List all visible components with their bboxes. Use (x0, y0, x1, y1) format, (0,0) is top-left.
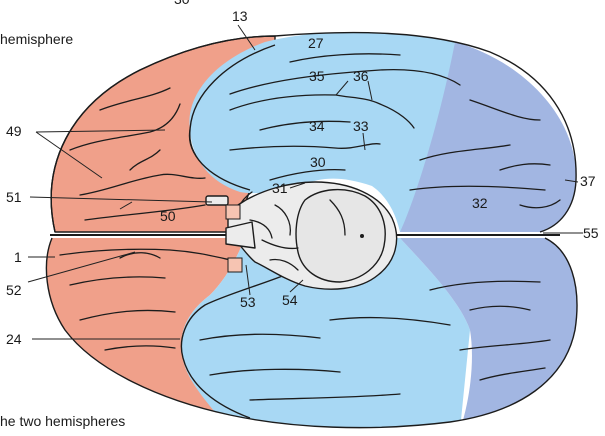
label-54: 54 (282, 292, 298, 308)
label-52: 52 (6, 282, 22, 298)
label-50: 50 (160, 208, 176, 224)
label-34: 34 (309, 118, 325, 134)
label-32: 32 (472, 195, 488, 211)
caption-bottom: he two hemispheres (0, 413, 125, 429)
label-30-top: 30 (174, 0, 190, 7)
label-49: 49 (6, 123, 22, 139)
label-13: 13 (232, 8, 248, 24)
label-24: 24 (6, 331, 22, 347)
label-53: 53 (240, 294, 256, 310)
label-30: 30 (310, 154, 326, 170)
label-27: 27 (308, 35, 324, 51)
label-51: 51 (6, 189, 22, 205)
label-33: 33 (353, 118, 369, 134)
caption-top: hemisphere (0, 31, 73, 47)
label-1: 1 (14, 249, 22, 265)
label-31: 31 (272, 180, 288, 196)
label-37: 37 (580, 173, 596, 189)
label-55: 55 (583, 225, 599, 241)
label-36: 36 (353, 68, 369, 84)
label-35: 35 (309, 68, 325, 84)
